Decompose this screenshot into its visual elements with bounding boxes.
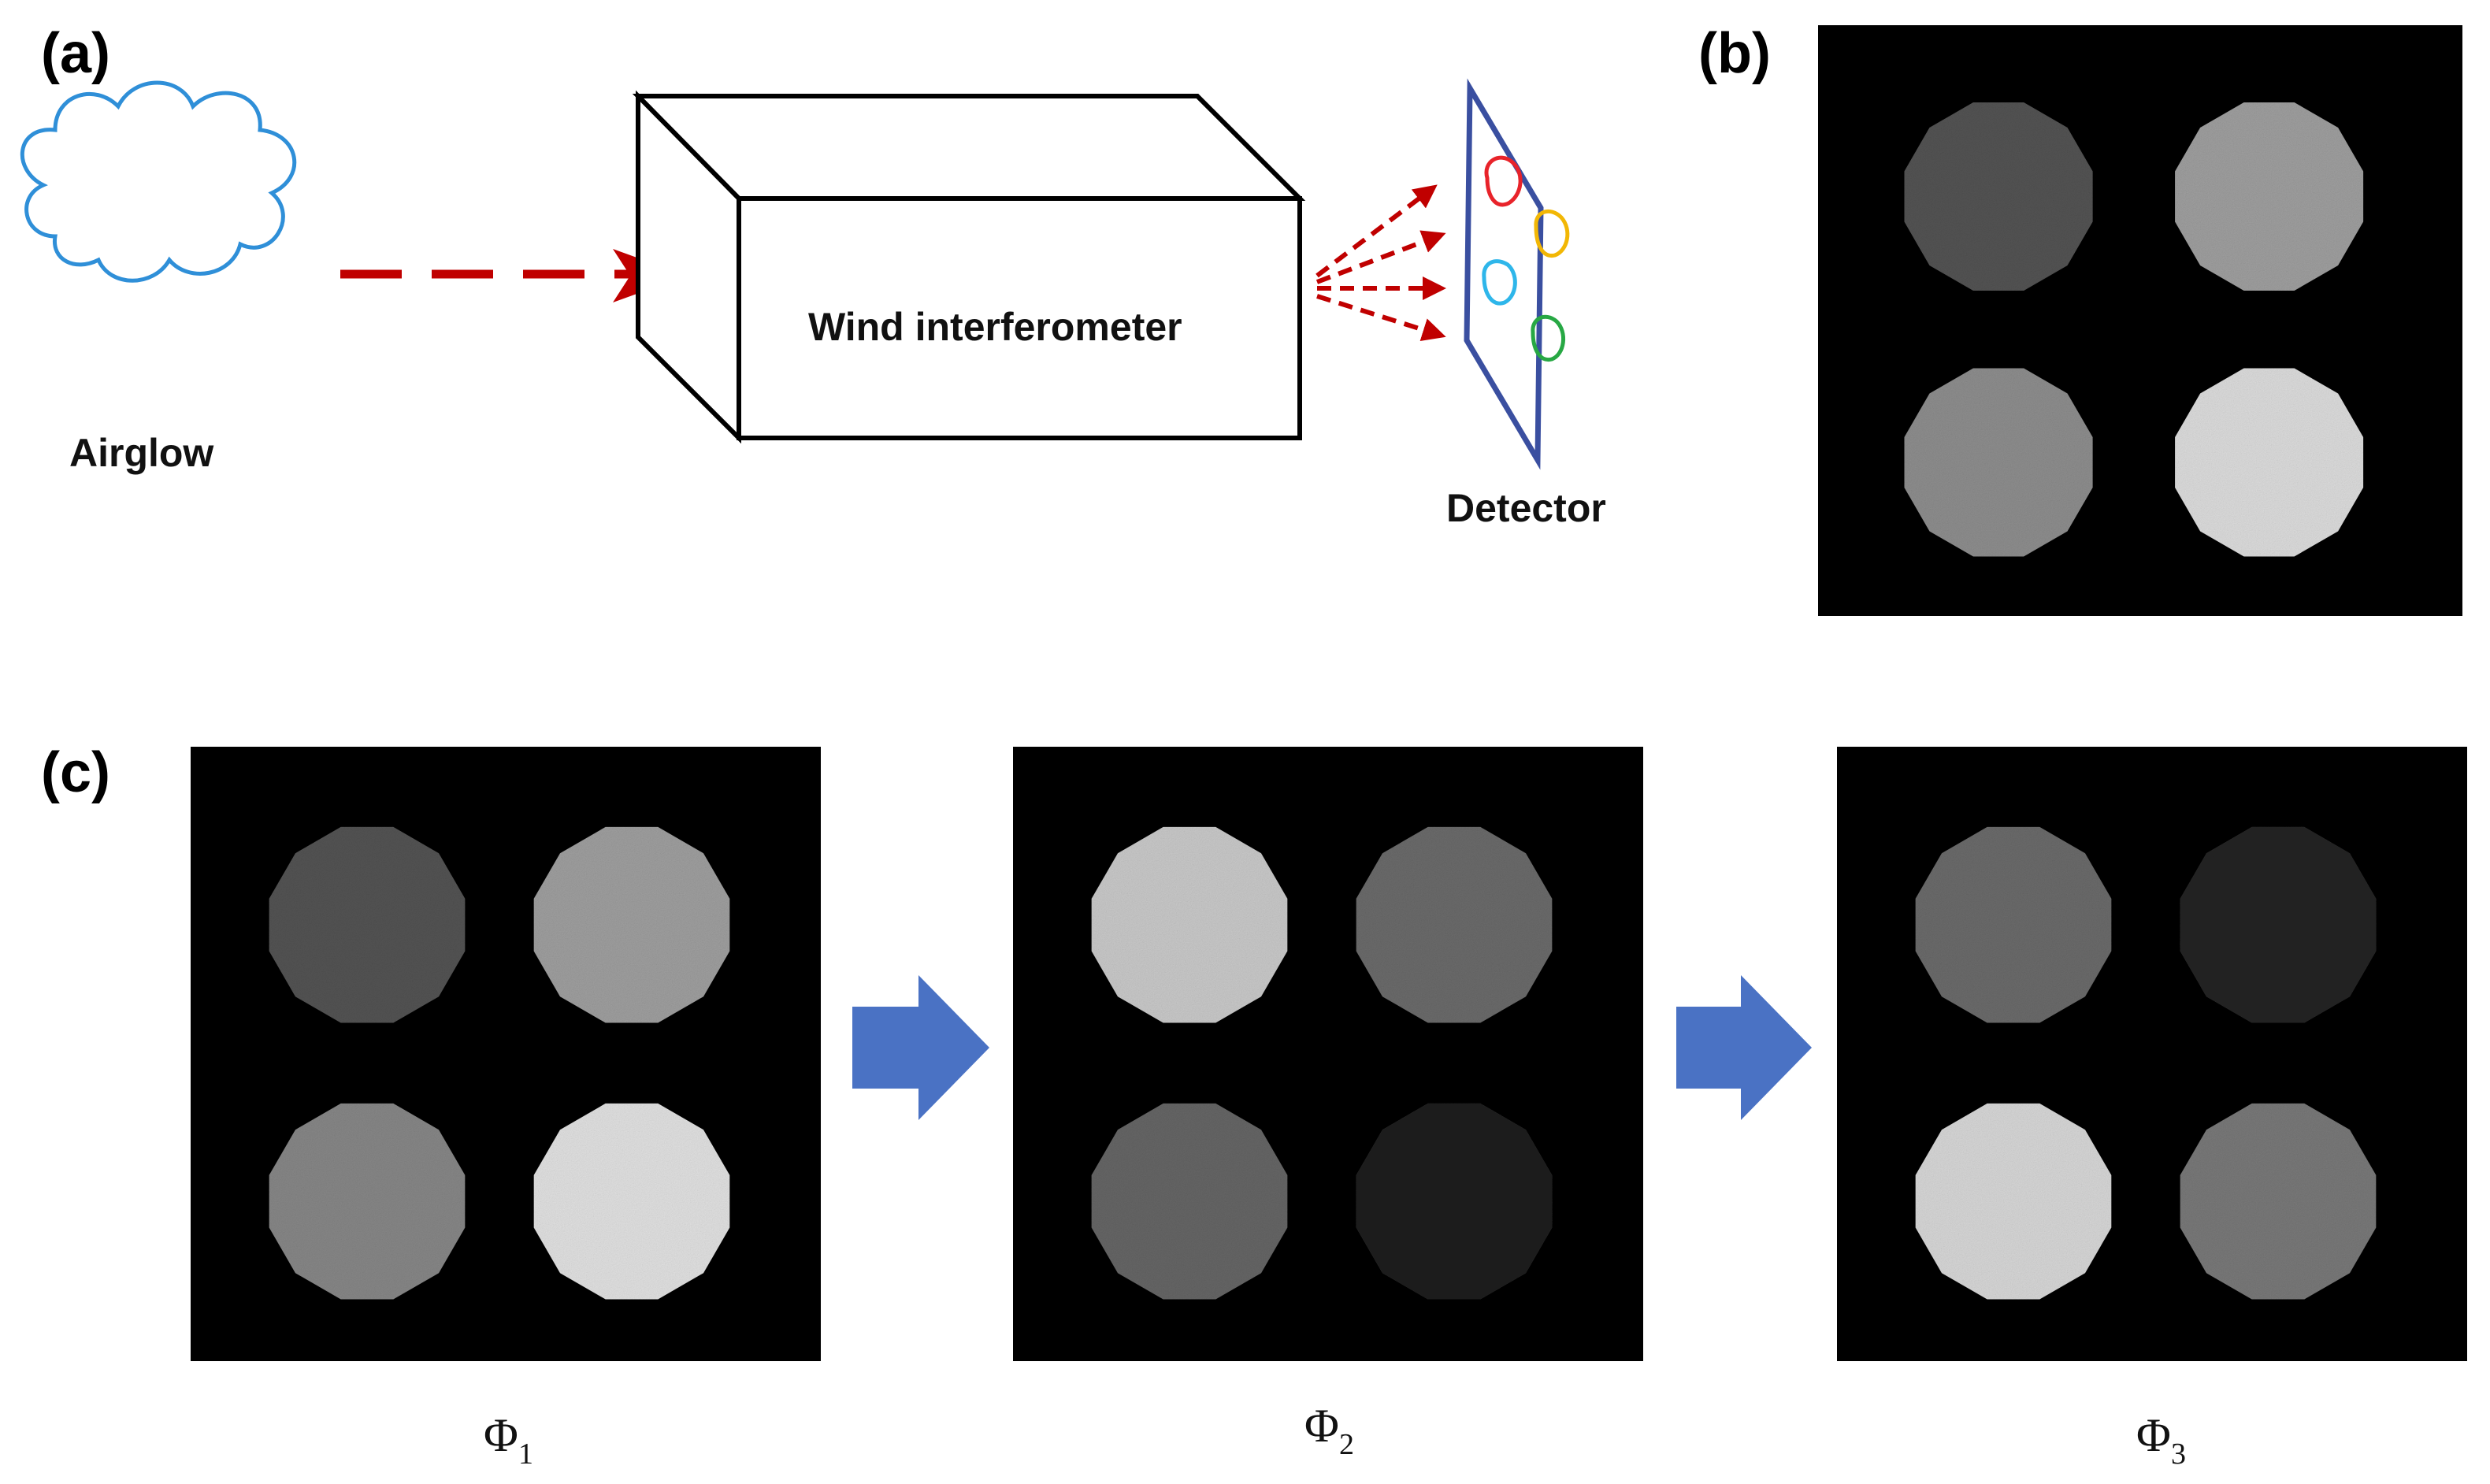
spot-bottom-left [269,1103,466,1300]
phi-subscript: 3 [2171,1438,2186,1471]
spot-bottom-left [1915,1103,2112,1300]
wind-interferometer-label: Wind interferometer [808,305,1182,349]
phi-label-2: Φ 2 [1304,1400,1354,1461]
spot-bottom-left [1091,1103,1288,1300]
spot-top-left [1904,102,2093,291]
detector-label: Detector [1446,486,1606,530]
spot-bottom-right [2180,1103,2377,1300]
spot-top-right [533,826,730,1023]
phi-symbol: Φ [484,1409,518,1461]
airglow-label: Airglow [69,431,213,475]
detector-spot-red [1484,155,1523,207]
detector-spot-yellow [1534,209,1570,258]
phi-symbol: Φ [2136,1409,2171,1461]
detector-spot-cyan [1482,259,1517,306]
phi-subscript: 2 [1339,1428,1354,1461]
spot-top-right [2180,826,2377,1023]
panel-label-a: (a) [41,22,110,85]
step-arrow-icon-2 [1676,975,1812,1120]
detector-frame [1464,78,1544,470]
spot-top-left [1091,826,1288,1023]
panel-label-c: (c) [41,741,110,804]
phi-subscript: 1 [518,1438,533,1471]
spot-bottom-right [2175,368,2364,557]
spot-top-right [2175,102,2364,291]
image-b [1818,25,2462,616]
image-phi3 [1837,747,2467,1361]
spot-top-left [269,826,466,1023]
phi-label-1: Φ 1 [484,1409,533,1471]
wind-interferometer-box [632,90,1306,444]
spot-top-right [1356,826,1553,1023]
image-phi2 [1013,747,1643,1361]
image-phi1 [191,747,821,1361]
step-arrow-icon-1 [852,975,989,1120]
spot-bottom-right [1356,1103,1553,1300]
output-beams [1316,184,1446,342]
detector-spots [1482,155,1570,362]
phi-symbol: Φ [1304,1400,1339,1452]
cloud-icon [20,80,297,283]
spot-bottom-right [533,1103,730,1300]
panel-label-b: (b) [1698,22,1771,85]
detector-spot-green [1531,314,1566,362]
phi-label-3: Φ 3 [2136,1409,2186,1471]
spot-bottom-left [1904,368,2093,557]
spot-top-left [1915,826,2112,1023]
